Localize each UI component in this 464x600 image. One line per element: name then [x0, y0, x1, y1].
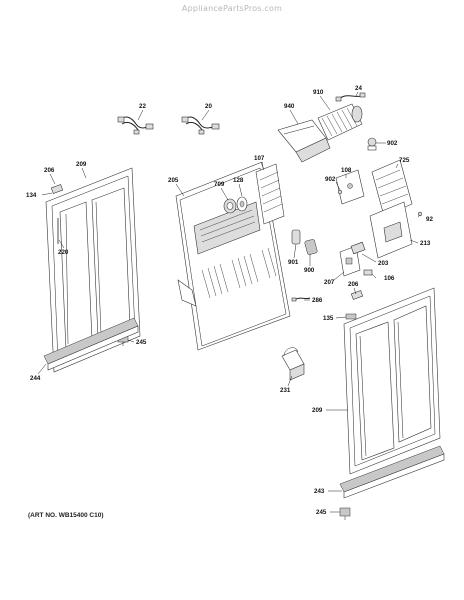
callout-213: 213 — [420, 240, 431, 247]
bracket-213[interactable] — [369, 201, 413, 259]
hinge-135[interactable] — [345, 313, 357, 320]
callout-134: 134 — [26, 192, 37, 199]
sensor-901[interactable] — [291, 229, 301, 245]
art-number: (ART NO. WB15400 C10) — [28, 512, 104, 519]
callout-940: 940 — [284, 103, 295, 110]
callout-910: 910 — [313, 89, 324, 96]
wire-286[interactable] — [291, 297, 311, 302]
wire-harness-24[interactable] — [335, 92, 366, 102]
callout-902-mid: 902 — [325, 176, 336, 183]
leader-lines — [37, 91, 421, 513]
callout-245-left: 245 — [136, 339, 147, 346]
callout-20: 20 — [205, 103, 212, 110]
callout-108: 108 — [341, 167, 352, 174]
control-board-108[interactable] — [335, 169, 365, 205]
callout-207: 207 — [324, 279, 335, 286]
callout-128: 128 — [233, 177, 244, 184]
thermostat-902-top[interactable] — [367, 137, 377, 151]
callout-106: 106 — [384, 275, 395, 282]
duct-940[interactable] — [277, 119, 331, 163]
callout-286: 286 — [312, 297, 323, 304]
callout-245-right: 245 — [316, 509, 327, 516]
callout-203: 203 — [378, 260, 389, 267]
vent-grille-107[interactable] — [255, 163, 285, 225]
side-panel-209-right[interactable] — [343, 287, 441, 475]
wire-harness-20[interactable] — [181, 116, 220, 135]
callout-22: 22 — [139, 103, 146, 110]
leveling-foot-245-right[interactable] — [339, 507, 351, 520]
motor-709[interactable] — [223, 198, 237, 214]
callout-135: 135 — [323, 315, 334, 322]
callout-725: 725 — [399, 157, 410, 164]
side-panel-209-left[interactable] — [45, 167, 141, 373]
bracket-128[interactable] — [236, 196, 248, 212]
relay-box-725[interactable] — [371, 159, 413, 217]
callout-902-top: 902 — [387, 140, 398, 147]
callout-244: 244 — [30, 375, 41, 382]
screw-902-mid[interactable] — [337, 189, 343, 195]
callout-107: 107 — [254, 155, 265, 162]
callout-92: 92 — [426, 216, 433, 223]
callout-220: 220 — [58, 249, 69, 256]
callout-206-left: 206 — [44, 167, 55, 174]
callout-209-right: 209 — [312, 407, 323, 414]
callout-209-left: 209 — [76, 161, 87, 168]
connector-106[interactable] — [363, 269, 373, 276]
bracket-206-left[interactable] — [50, 184, 64, 194]
callout-205: 205 — [168, 177, 179, 184]
callout-labels: 22 20 940 910 24 902 206 209 134 205 107… — [26, 85, 433, 516]
wire-harness-22[interactable] — [117, 116, 154, 135]
bracket-206-right[interactable] — [350, 290, 364, 300]
callout-243: 243 — [314, 488, 325, 495]
callout-709: 709 — [214, 181, 225, 188]
bottom-rail-243[interactable] — [339, 445, 445, 499]
callout-231: 231 — [280, 387, 291, 394]
bracket-231[interactable] — [281, 347, 305, 381]
switch-203[interactable] — [350, 241, 366, 255]
callout-901: 901 — [288, 259, 299, 266]
screw-92[interactable] — [417, 211, 423, 217]
blower-fan-910[interactable] — [317, 103, 363, 141]
sensor-900[interactable] — [304, 239, 318, 255]
callout-900: 900 — [304, 267, 315, 274]
callout-206-right: 206 — [348, 281, 359, 288]
bottom-rail-244[interactable] — [43, 317, 139, 371]
watermark: AppliancePartsPros.com — [181, 4, 283, 13]
callout-24: 24 — [355, 85, 362, 92]
